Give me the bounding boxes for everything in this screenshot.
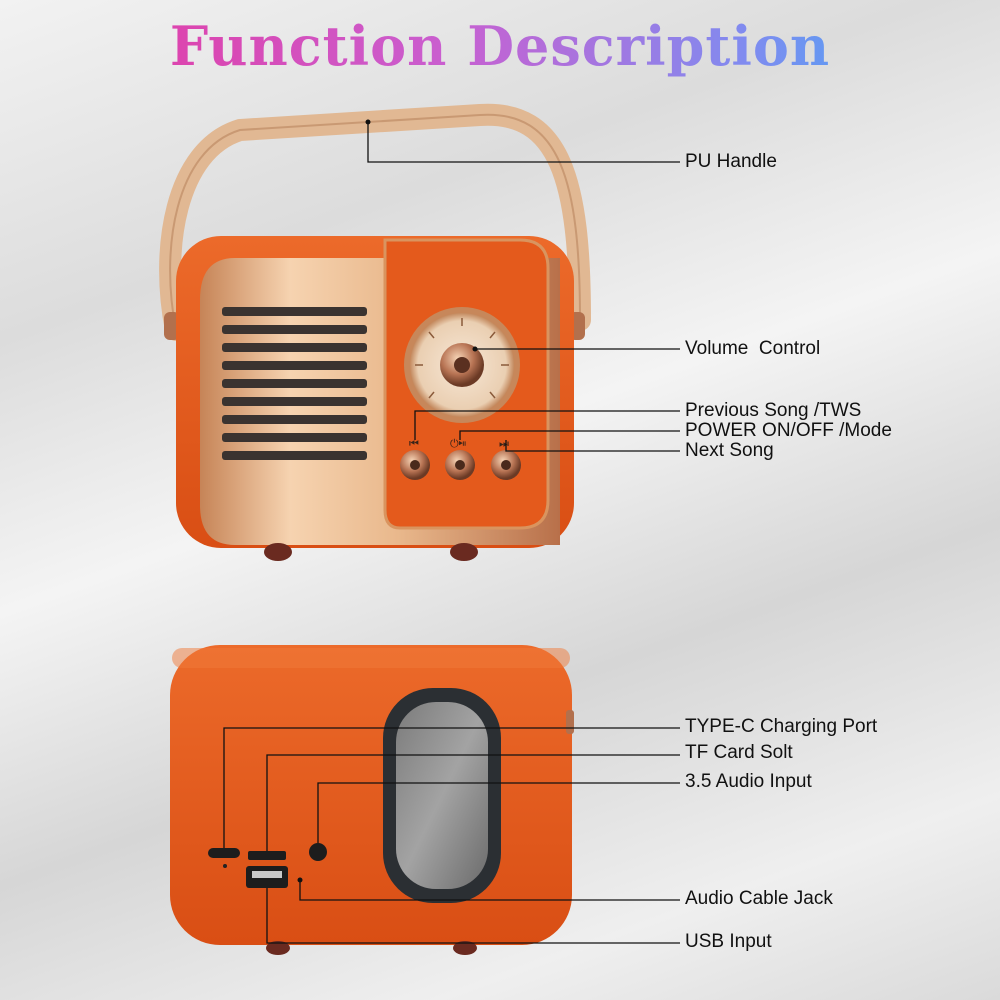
next-song-button[interactable] [491,450,521,480]
callout-tf-card: TF Card Solt [685,742,793,763]
callout-audio-input: 3.5 Audio Input [685,771,812,792]
callout-power-mode: POWER ON/OFF /Mode [685,420,892,441]
control-icons: ⏮ ⏻⏯ ⏭ [409,438,509,450]
previous-song-button[interactable] [400,450,430,480]
speaker-grille [222,307,367,460]
svg-text:⏮: ⏮ [409,438,419,450]
callout-previous-song: Previous Song /TWS [685,400,862,421]
callout-next-song: Next Song [685,440,774,461]
callout-volume-control: Volume Control [685,338,821,359]
audio-input-jack[interactable] [309,843,327,861]
tf-card-slot[interactable] [248,851,286,860]
svg-text:⏻⏯: ⏻⏯ [450,438,466,450]
page-title: Function Description [0,14,1000,78]
svg-text:⏭: ⏭ [499,438,509,450]
callout-usb-input: USB Input [685,931,772,952]
type-c-port[interactable] [208,848,240,858]
callout-audio-cable-jack: Audio Cable Jack [685,888,833,909]
power-mode-button[interactable] [445,450,475,480]
callout-type-c: TYPE-C Charging Port [685,716,878,737]
callout-pu-handle: PU Handle [685,151,777,172]
